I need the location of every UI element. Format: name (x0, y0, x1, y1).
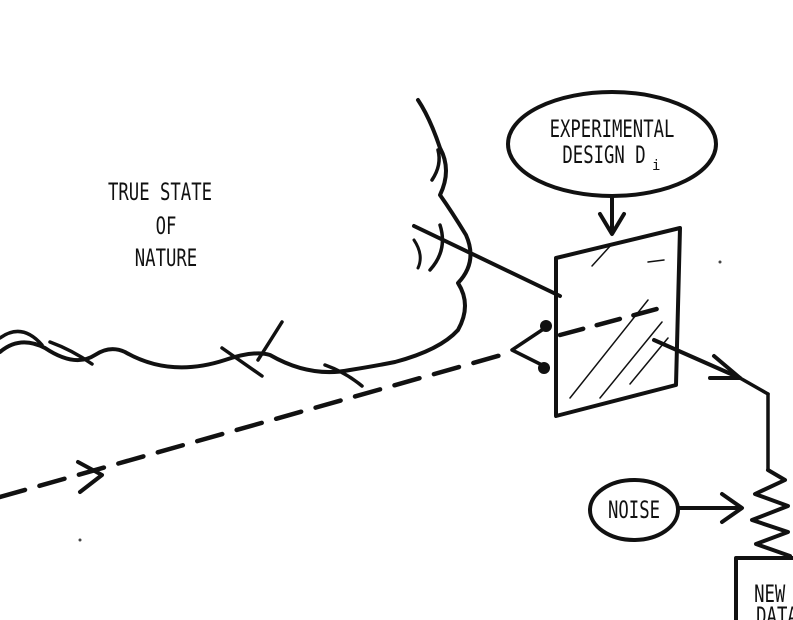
speck-mark (718, 260, 722, 264)
design-filter-pane (554, 226, 682, 418)
speck-mark (78, 538, 82, 542)
noise-resistor (750, 468, 792, 558)
nature-cloud (0, 98, 473, 388)
design-label-line-1: EXPERIMENTAL (550, 115, 675, 143)
design-arrow (598, 194, 626, 236)
dashed-ray (0, 303, 671, 500)
noise-arrow (676, 492, 744, 524)
nature-label-line-1: TRUE STATE (108, 178, 212, 206)
design-label-line-2: DESIGN D (562, 141, 645, 169)
design-subscript: i (652, 158, 660, 174)
noise-label: NOISE (608, 496, 660, 524)
nature-label-line-2: OF (156, 212, 177, 240)
data-label-line-2: DATA (756, 602, 793, 620)
deflector-dot-bottom (538, 362, 550, 374)
deflector-dot-top (540, 320, 552, 332)
deflector (510, 320, 552, 374)
data-label-line-1: NEW (754, 580, 786, 608)
nature-label-line-3: NATURE (135, 244, 197, 272)
solid-ray (412, 224, 770, 472)
new-data-box (734, 556, 793, 620)
